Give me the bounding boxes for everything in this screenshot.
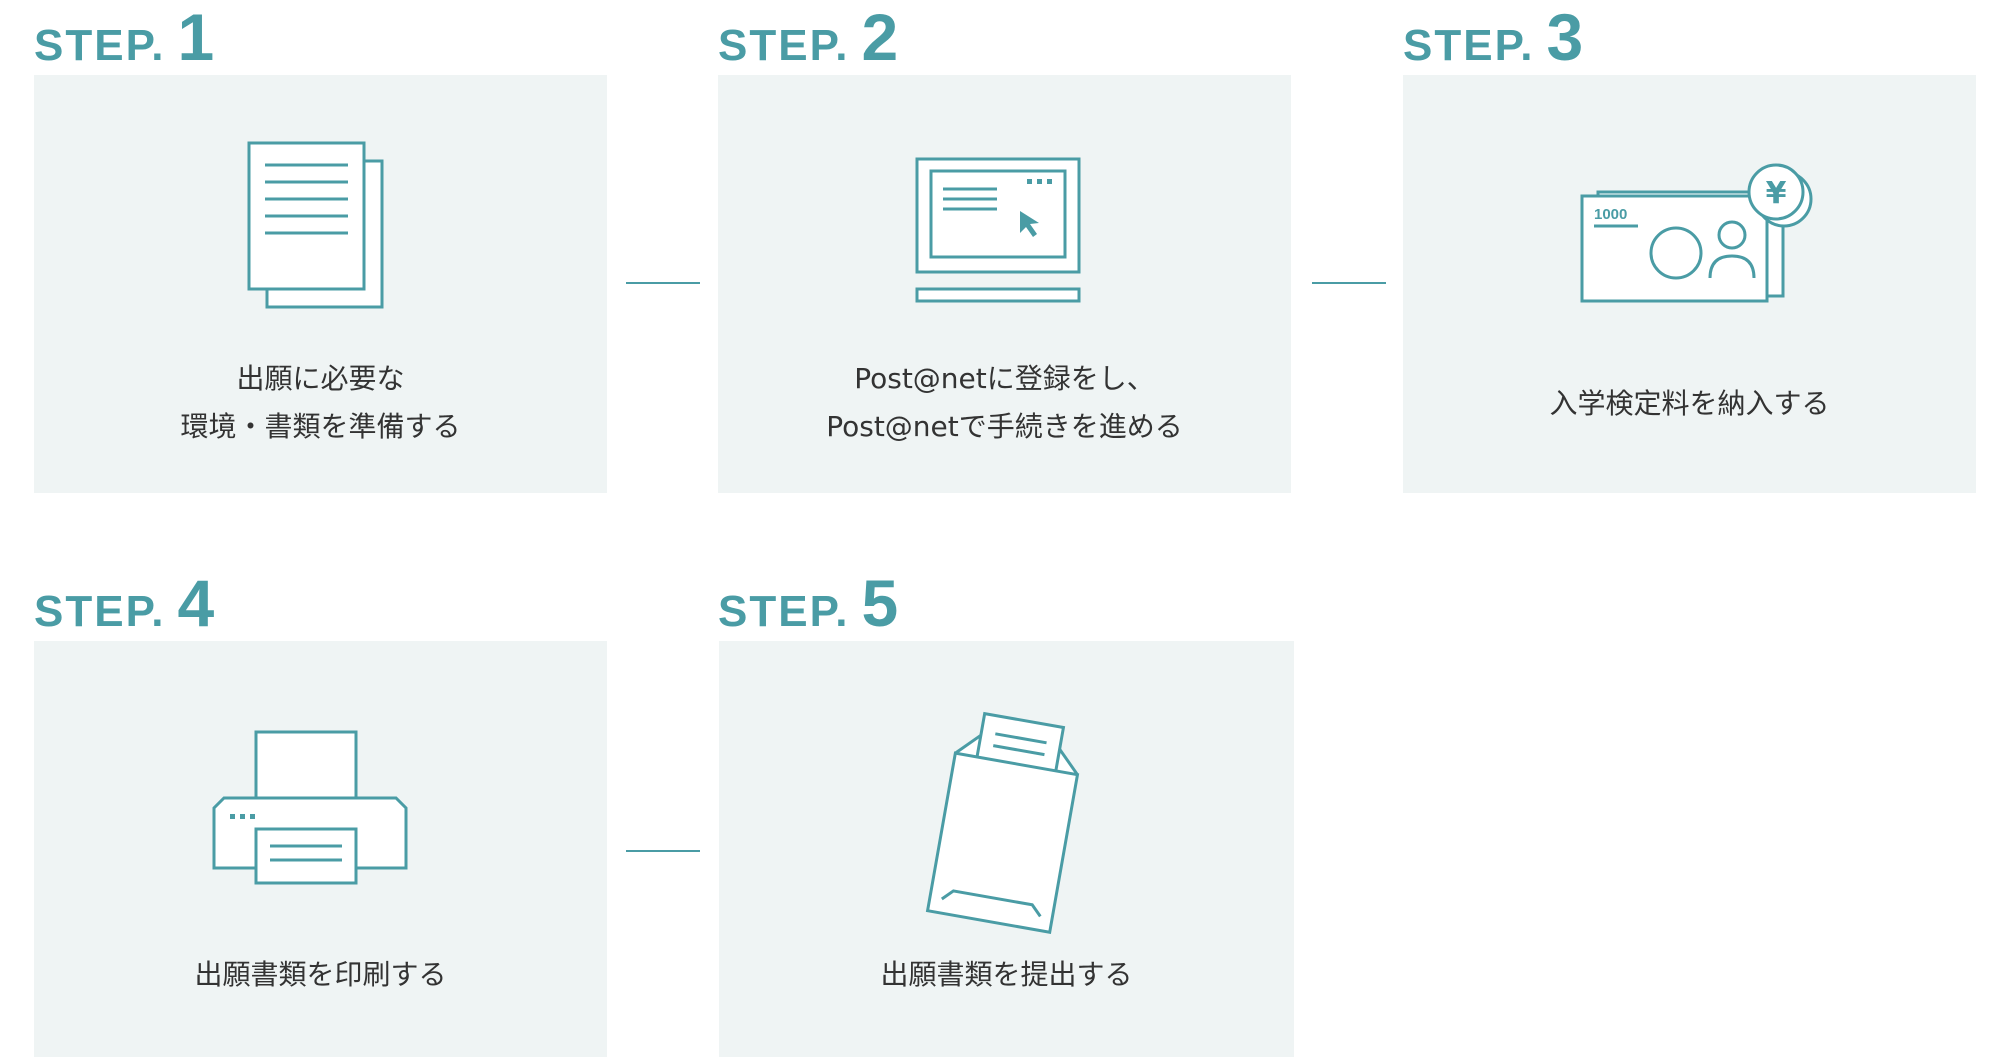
caption-line-2: 環境・書類を準備する [180, 410, 461, 443]
step-number: 1 [177, 0, 215, 74]
step-word: STEP. [1403, 21, 1535, 70]
computer-monitor-icon [915, 157, 1081, 303]
step-4-label: STEP.4 [34, 570, 214, 636]
step-word: STEP. [34, 587, 166, 636]
connector-2-3 [1312, 282, 1386, 284]
step-1-label: STEP.1 [34, 4, 214, 70]
yen-coin-symbol: ¥ [1766, 176, 1787, 211]
step-3-caption: 入学検定料を納入する [1403, 380, 1976, 428]
caption-line-1: 出願書類を提出する [880, 958, 1133, 991]
step-1-caption: 出願に必要な 環境・書類を準備する [34, 355, 607, 451]
step-word: STEP. [34, 21, 166, 70]
connector-4-5 [626, 850, 700, 852]
step-3-label: STEP.3 [1403, 4, 1583, 70]
step-number: 5 [861, 566, 899, 640]
step-5-caption: 出願書類を提出する [719, 951, 1294, 999]
step-number: 3 [1546, 0, 1584, 74]
step-3-card: 1000 ¥ 入学検定料を納入する [1403, 75, 1976, 493]
printer-icon [212, 730, 408, 885]
step-word: STEP. [718, 587, 850, 636]
step-number: 4 [177, 566, 215, 640]
caption-line-1: 出願書類を印刷する [194, 958, 447, 991]
caption-line-1: 出願に必要な [236, 362, 405, 395]
banknote-value: 1000 [1594, 206, 1627, 223]
step-1-card: 出願に必要な 環境・書類を準備する [34, 75, 607, 493]
step-4-card: 出願書類を印刷する [34, 641, 607, 1057]
step-2-card: Post@netに登録をし、 Post@netで手続きを進める [718, 75, 1291, 493]
step-number: 2 [861, 0, 899, 74]
yen-banknote-icon: 1000 ¥ [1580, 163, 1813, 303]
caption-line-2: Post@netで手続きを進める [826, 410, 1183, 443]
step-word: STEP. [718, 21, 850, 70]
caption-line-1: Post@netに登録をし、 [854, 362, 1155, 395]
step-5-label: STEP.5 [718, 570, 898, 636]
documents-icon [247, 141, 384, 309]
step-5-card: 出願書類を提出する [719, 641, 1294, 1057]
step-4-caption: 出願書類を印刷する [34, 951, 607, 999]
step-2-caption: Post@netに登録をし、 Post@netで手続きを進める [718, 355, 1291, 451]
envelope-icon [925, 711, 1080, 934]
step-2-label: STEP.2 [718, 4, 898, 70]
connector-1-2 [626, 282, 700, 284]
caption-line-1: 入学検定料を納入する [1549, 387, 1830, 420]
